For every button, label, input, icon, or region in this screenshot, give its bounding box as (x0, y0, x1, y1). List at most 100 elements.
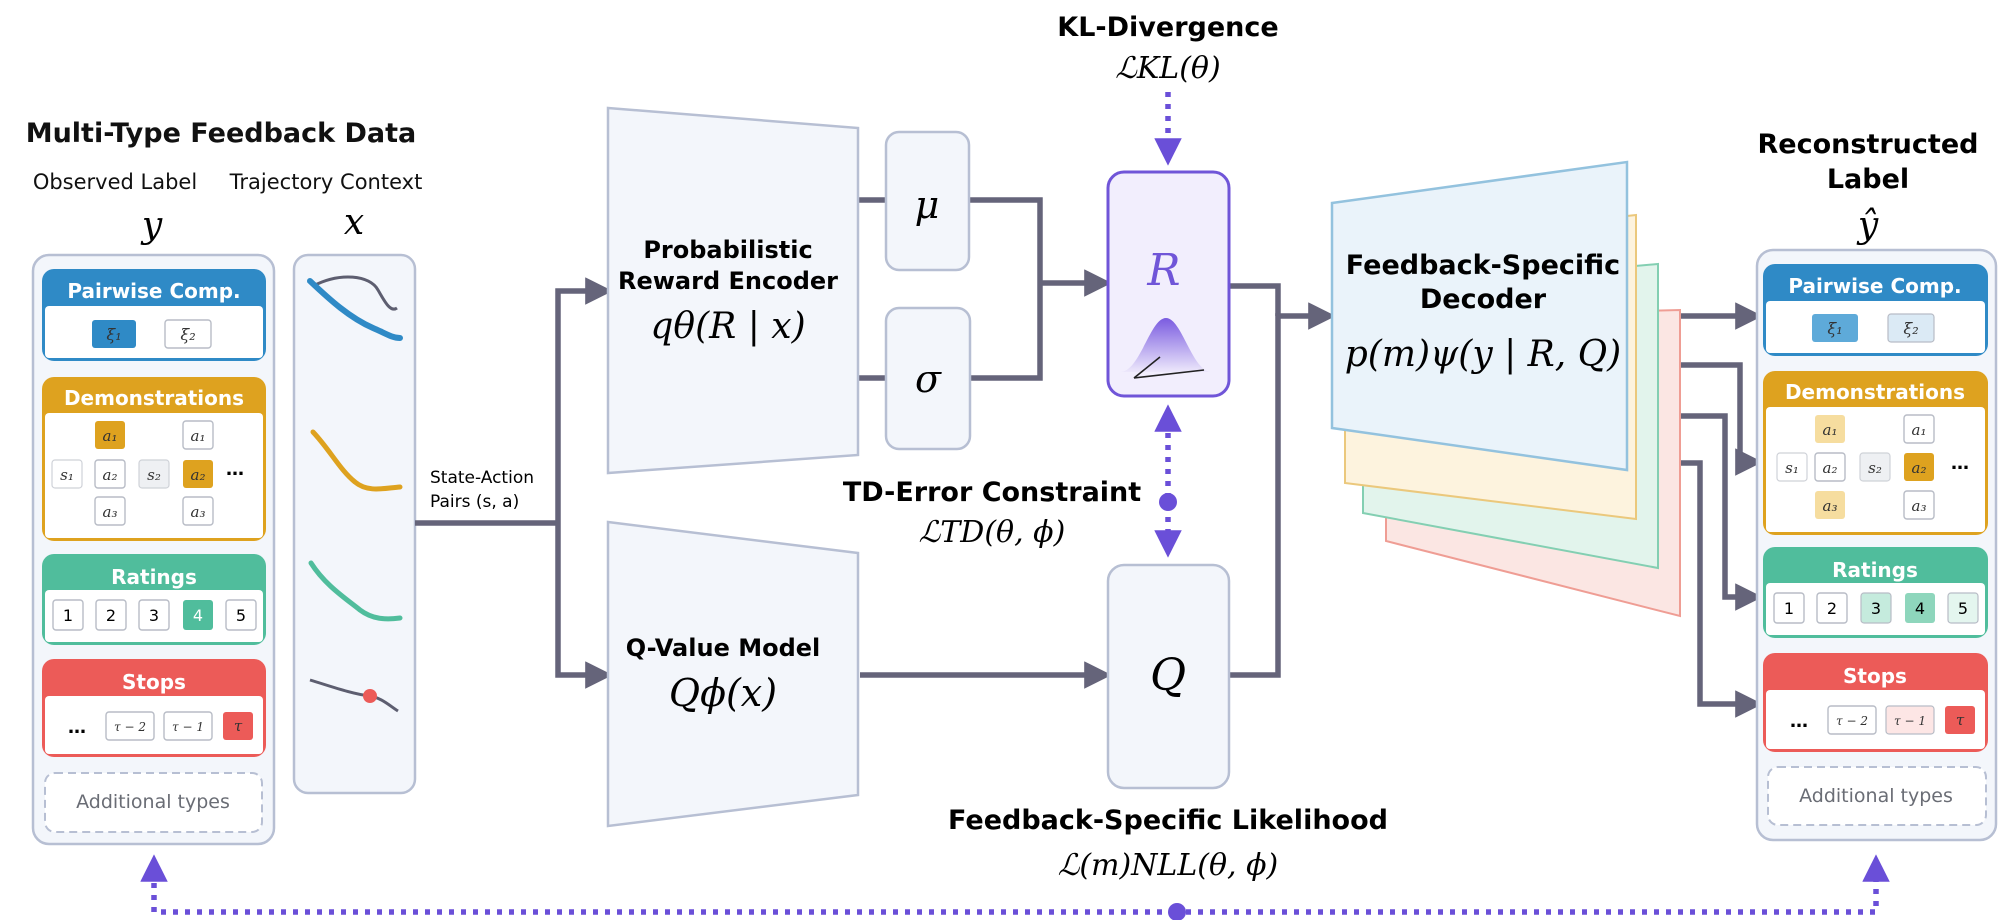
q-node (1106, 563, 1231, 790)
recon-token-a2 (1814, 452, 1846, 482)
token-a3 (94, 496, 126, 526)
recon-pairwise-title: Pairwise Comp. (1788, 274, 1961, 298)
token-s1-label: s₁ (60, 466, 74, 484)
token-a3-b-label: a₃ (191, 503, 206, 521)
demonstrations-card-title: Demonstrations (64, 386, 244, 410)
stops-card: Stops … τ − 2 τ − 1 τ (42, 659, 266, 757)
qmodel-formula: Qϕ(x) (669, 671, 777, 715)
recon-token-xi2 (1887, 313, 1935, 343)
token-a2-label: a₂ (103, 466, 118, 484)
reward-node-symbol: R (1146, 245, 1180, 296)
recon-token-a2-label: a₂ (1823, 459, 1838, 477)
flow-decoder-ratings (1658, 413, 1763, 611)
token-tau-minus-1 (163, 711, 213, 741)
recon-token-a2-selected-label: a₂ (1912, 459, 1927, 477)
recon-rating-3 (1860, 592, 1892, 624)
recon-rating-4 (1905, 593, 1935, 623)
encoder-title-1: Probabilistic (643, 236, 812, 264)
nll-formula: ℒ(m)NLL(θ, ϕ) (1058, 848, 1279, 883)
flow-to-encoder (555, 277, 613, 523)
flow-mu-sigma-merge (969, 197, 1043, 381)
token-xi1 (92, 320, 136, 348)
sigma-symbol: σ (915, 357, 942, 401)
recon-token-a3-label: a₃ (1912, 497, 1927, 515)
additional-types-box (44, 772, 263, 833)
trajectory-stop-point (363, 689, 377, 703)
recon-rating-5 (1947, 592, 1979, 624)
stops-ellipsis: … (68, 717, 86, 738)
token-tau-minus-2 (105, 711, 155, 741)
nll-loop-line-left (140, 854, 1162, 915)
kl-title: KL-Divergence (1057, 12, 1278, 43)
trajectory-gray-1 (312, 275, 398, 311)
right-panel-symbol: ŷ (1856, 205, 1879, 246)
recon-rating-3-label: 3 (1871, 599, 1881, 618)
distribution-icon (1120, 318, 1212, 379)
decoder-title-2: Decoder (1420, 284, 1547, 315)
recon-stops-title: Stops (1843, 664, 1907, 688)
rating-3-label: 3 (149, 606, 159, 625)
observed-symbol: y (140, 205, 163, 246)
token-s2-label: s₂ (147, 466, 161, 484)
recon-token-tau-minus-1 (1885, 705, 1935, 735)
flow-r-to-decoder (1229, 283, 1281, 316)
recon-pairwise-card: Pairwise Comp. ξ₁ ξ₂ (1763, 264, 1988, 356)
token-xi1-label: ξ₁ (106, 325, 121, 344)
demonstrations-card: Demonstrations a₁ a₁ s₁ a₂ s₂ a₂ … a₃ a₃ (42, 377, 266, 541)
token-tau-minus-1-label: τ − 1 (172, 720, 204, 734)
pairwise-card: Pairwise Comp. ξ₁ ξ₂ (42, 269, 266, 361)
recon-token-a2-selected (1904, 453, 1934, 481)
recon-token-a3-soft-label: a₃ (1823, 497, 1838, 515)
nll-title: Feedback-Specific Likelihood (948, 805, 1388, 836)
recon-rating-1-label: 1 (1784, 599, 1794, 618)
trajectory-curves (307, 275, 403, 713)
recon-rating-1 (1773, 592, 1805, 624)
recon-token-tau-selected-label: τ (1956, 711, 1965, 729)
reward-encoder-block (606, 106, 860, 475)
trajectory-yellow (310, 429, 403, 492)
recon-token-a3-soft (1815, 491, 1845, 519)
trajectory-green (308, 560, 403, 622)
td-junction (1159, 493, 1177, 511)
encoder-title-2: Reward Encoder (618, 267, 838, 295)
token-a3-b (182, 496, 214, 526)
flow-connectors (415, 197, 1763, 718)
recon-token-s1 (1776, 452, 1808, 482)
recon-token-tau-minus-2-label: τ − 2 (1836, 714, 1868, 728)
stops-card-title: Stops (122, 670, 186, 694)
recon-token-s2-label: s₂ (1868, 459, 1882, 477)
state-action-pairs-label-2: Pairs (s, a) (430, 492, 519, 512)
q-value-model-block (606, 520, 860, 828)
recon-ratings-card: Ratings 1 2 3 4 5 (1763, 547, 1988, 638)
flow-decoder-demonstrations (1640, 362, 1763, 476)
token-a1-label: a₁ (191, 427, 206, 445)
sigma-box (884, 306, 972, 451)
token-a2-selected-label: a₂ (191, 466, 206, 484)
trajectory-symbol: x (344, 202, 364, 243)
token-a2 (94, 459, 126, 489)
recon-token-a3 (1903, 490, 1935, 520)
encoder-formula: qθ(R | x) (650, 306, 805, 347)
recon-additional-types-box (1767, 766, 1987, 826)
recon-rating-4-label: 4 (1915, 599, 1925, 618)
token-ellipsis: … (226, 459, 244, 480)
recon-rating-2-label: 2 (1827, 599, 1837, 618)
recon-token-tau-minus-2 (1827, 705, 1877, 735)
recon-token-tau-selected (1945, 706, 1975, 734)
rating-5 (225, 599, 257, 631)
token-a2-selected (183, 460, 213, 488)
recon-stops-ellipsis: … (1790, 711, 1808, 732)
recon-stops-card: Stops … τ − 2 τ − 1 τ (1763, 653, 1988, 752)
recon-rating-5-label: 5 (1958, 599, 1968, 618)
trajectory-context-heading: Trajectory Context (229, 170, 423, 194)
recon-token-s2 (1859, 452, 1891, 482)
right-panel-title-1: Reconstructed (1758, 129, 1979, 160)
token-tau-selected-label: τ (234, 717, 243, 735)
token-s2 (138, 459, 170, 489)
rating-2 (95, 599, 127, 631)
feedback-specific-decoder-block (1330, 160, 1629, 472)
recon-demonstrations-title: Demonstrations (1785, 380, 1965, 404)
mu-box (884, 130, 971, 272)
recon-token-ellipsis: … (1951, 453, 1969, 474)
